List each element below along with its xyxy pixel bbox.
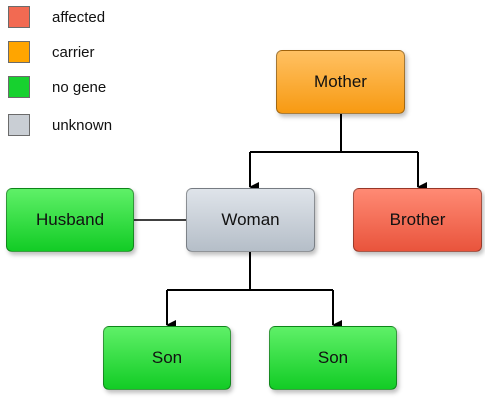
legend-swatch-unknown	[8, 114, 30, 136]
legend-item-unknown: unknown	[8, 114, 112, 136]
node-mother: Mother	[276, 50, 405, 114]
node-husband-label: Husband	[35, 210, 105, 229]
node-brother: Brother	[353, 188, 482, 252]
legend-swatch-carrier	[8, 41, 30, 63]
legend-label-unknown: unknown	[52, 116, 113, 134]
node-son-2-label: Son	[317, 348, 349, 367]
node-mother-label: Mother	[314, 72, 367, 91]
node-woman-label: Woman	[221, 210, 280, 229]
legend-swatch-no-gene	[8, 76, 30, 98]
node-husband: Husband	[6, 188, 134, 252]
legend-swatch-affected	[8, 6, 30, 28]
legend-label-affected: affected	[52, 8, 106, 26]
node-son-1-label: Son	[151, 348, 183, 367]
legend-item-no-gene: no gene	[8, 76, 106, 98]
node-brother-label: Brother	[389, 210, 446, 229]
legend-label-carrier: carrier	[52, 43, 95, 61]
node-woman: Woman	[186, 188, 315, 252]
legend-item-affected: affected	[8, 6, 105, 28]
legend: affected carrier no gene unknown	[8, 6, 158, 138]
node-son-2: Son	[269, 326, 397, 390]
legend-label-no-gene: no gene	[52, 78, 107, 96]
node-son-1: Son	[103, 326, 231, 390]
legend-item-carrier: carrier	[8, 41, 95, 63]
